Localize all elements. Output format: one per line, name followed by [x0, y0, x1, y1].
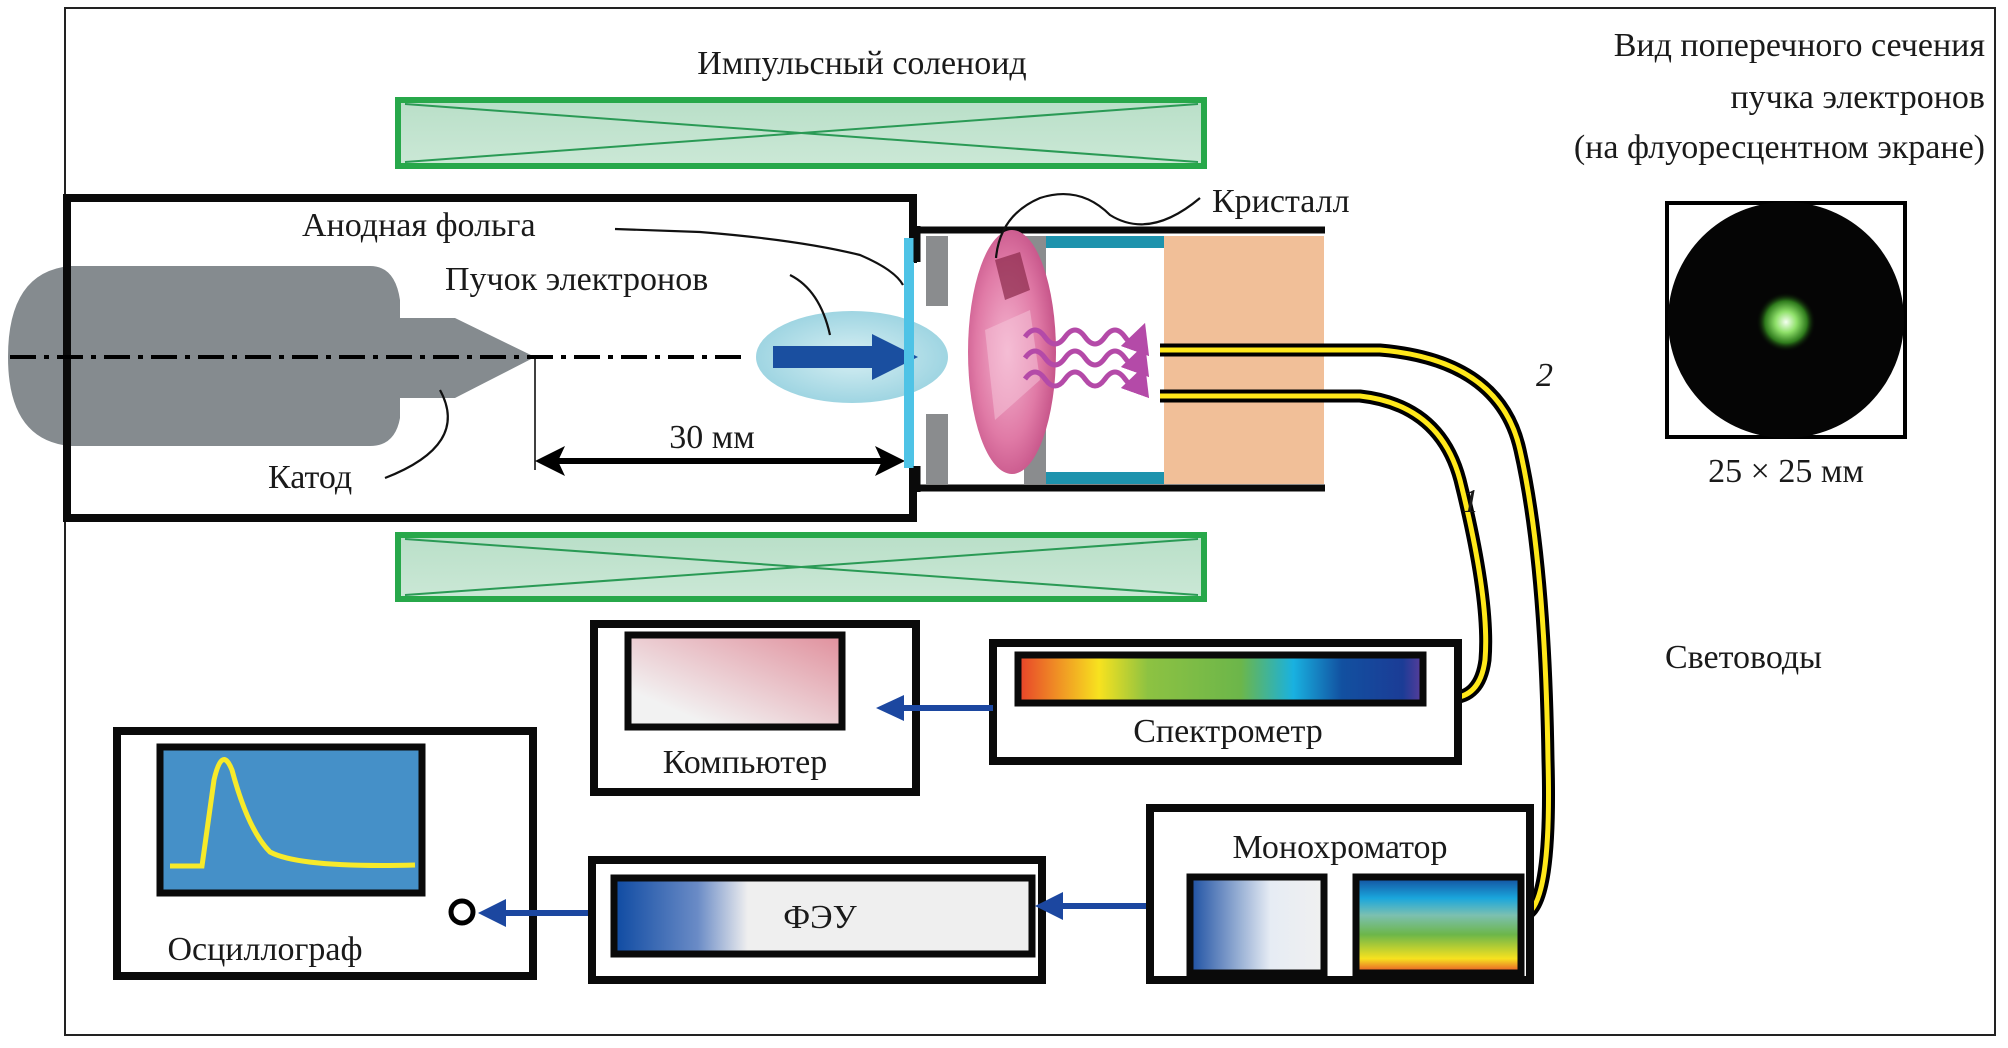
- pmt-label: ФЭУ: [783, 899, 857, 936]
- beam-cross-section-image: [1665, 201, 1907, 439]
- oscilloscope-label: Осциллограф: [167, 931, 362, 968]
- monochromator-to-pmt-arrow-icon: [1035, 892, 1150, 920]
- crystal-label: Кристалл: [1212, 183, 1350, 220]
- electron-beam-arrow-icon: [773, 334, 918, 380]
- crystal-holder: [913, 226, 1325, 492]
- cathode-label: Катод: [268, 459, 352, 496]
- beam-spot: [1756, 292, 1816, 352]
- spectrometer-to-computer-arrow-icon: [876, 695, 993, 721]
- monochromator-label: Монохроматор: [1233, 829, 1448, 866]
- light-guide-1: [1160, 389, 1493, 705]
- distance-arrow: [535, 446, 905, 476]
- cross-section-title-line-1: Вид поперечного сечения: [1614, 27, 1986, 64]
- oscilloscope-trace: [170, 757, 416, 869]
- solenoid-bottom: [395, 532, 1207, 602]
- fiber-1-label: 1: [1462, 483, 1479, 520]
- solenoid-label: Импульсный соленоид: [697, 45, 1026, 82]
- spectrometer-label: Спектрометр: [1133, 713, 1323, 750]
- cathode-leader: [384, 389, 449, 480]
- luminescence-waves-icon: [1022, 322, 1150, 399]
- solenoid-top: [395, 97, 1207, 169]
- spectrometer: Спектрометр: [989, 639, 1462, 765]
- light-guide-2: [1160, 343, 1555, 922]
- oscilloscope: Осциллограф: [113, 727, 537, 980]
- light-guides-label: Световоды: [1665, 639, 1822, 676]
- anode-foil-label: Анодная фольга: [302, 207, 536, 244]
- photomultiplier: ФЭУ: [588, 856, 1046, 984]
- anode-foil-leader: [614, 227, 904, 286]
- electron-beam-label: Пучок электронов: [445, 261, 708, 298]
- monochromator: Монохроматор: [1146, 804, 1534, 984]
- scintillator-block: [1164, 236, 1324, 484]
- crystal-leader: [994, 193, 1201, 259]
- beam-spot-size-label: 25 × 25 мм: [1708, 453, 1864, 490]
- cross-section-title-line-3: (на флуоресцентном экране): [1574, 129, 1985, 166]
- electron-beam-leader: [789, 274, 832, 336]
- cross-section-title-line-2: пучка электронов: [1730, 79, 1985, 116]
- oscilloscope-input-connector: [448, 898, 476, 926]
- distance-label: 30 мм: [669, 419, 755, 456]
- fiber-2-label: 2: [1536, 357, 1553, 394]
- cathode: [8, 266, 535, 446]
- computer-label: Компьютер: [663, 744, 827, 781]
- anode-foil: [904, 238, 914, 468]
- computer: Компьютер: [590, 620, 920, 796]
